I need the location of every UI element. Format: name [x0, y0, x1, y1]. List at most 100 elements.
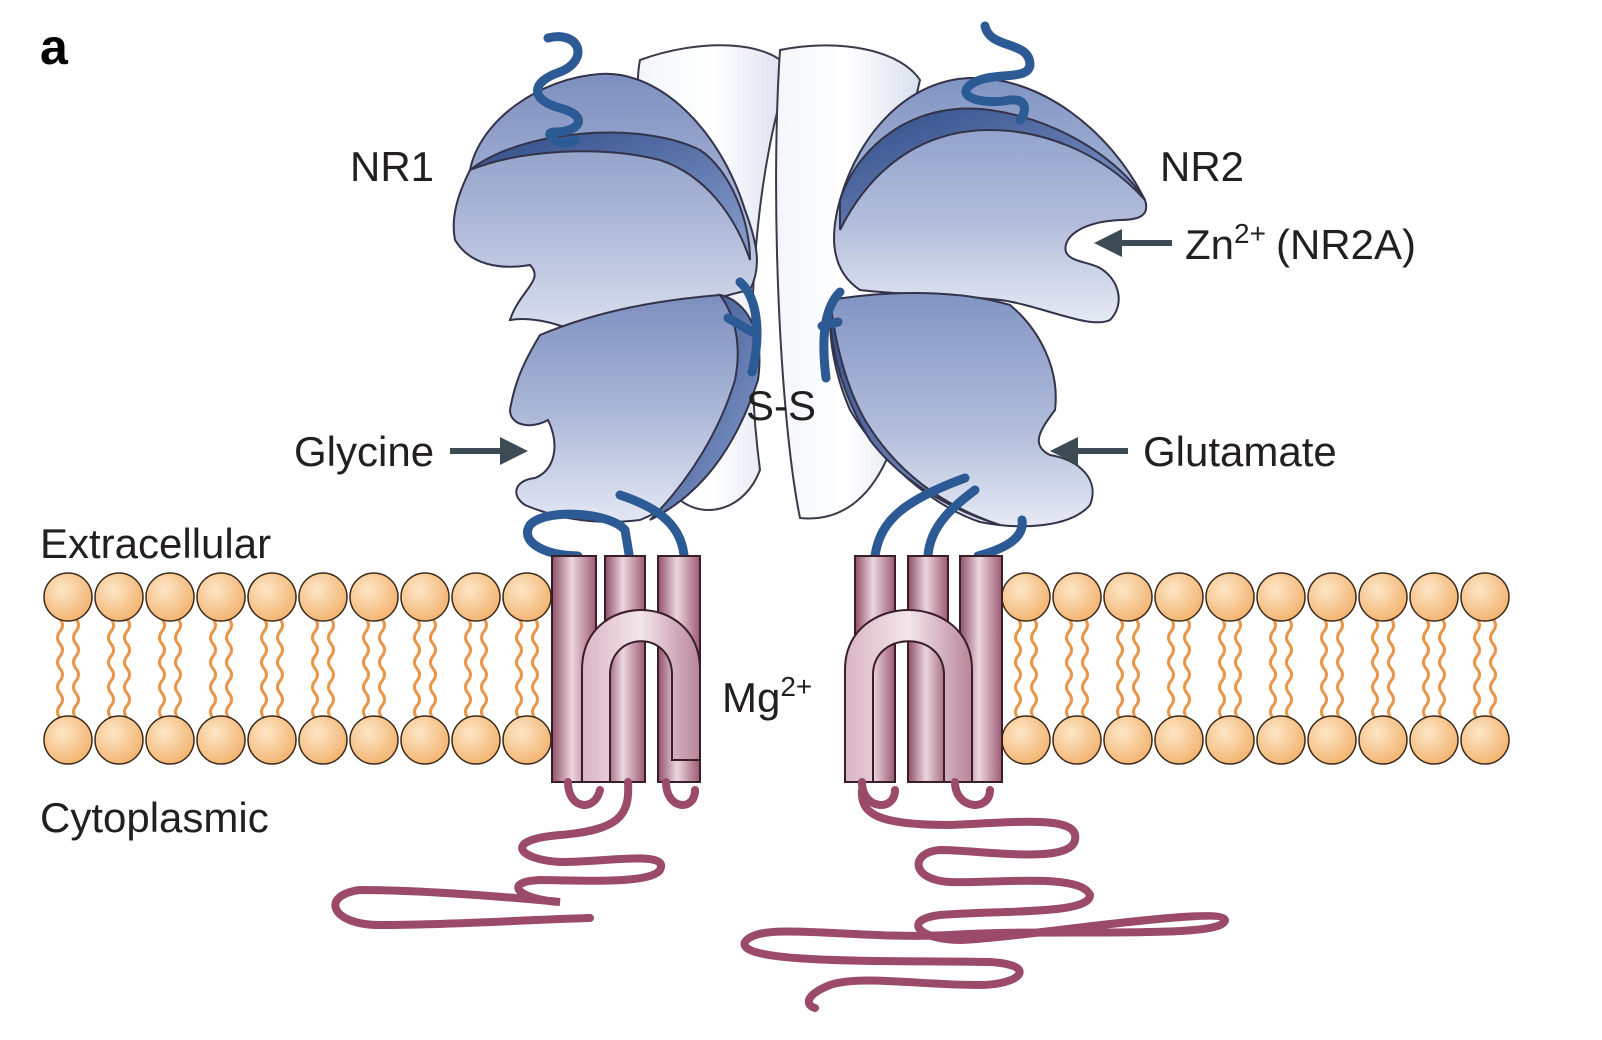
lipid-head: [451, 572, 501, 622]
lipid-head: [349, 715, 399, 765]
lipid-tail: [1320, 618, 1328, 719]
lipid-head: [1154, 572, 1204, 622]
nr2-transmembrane: [844, 555, 1003, 783]
lipid-tail: [260, 618, 268, 719]
cytoplasmic-label: Cytoplasmic: [40, 794, 269, 841]
lipid-tail: [378, 618, 386, 719]
lipid-tail: [1422, 618, 1430, 719]
lipid-head: [247, 572, 297, 622]
lipid-tail: [480, 618, 488, 719]
lipid-head: [400, 715, 450, 765]
lipid-tail: [1065, 618, 1073, 719]
lipid-head: [247, 715, 297, 765]
lipid-tail: [1116, 618, 1124, 719]
ss-bond-left: [735, 277, 762, 377]
glycine-label: Glycine: [294, 428, 434, 475]
lipid-head: [43, 572, 93, 622]
lipid-tail: [1014, 618, 1022, 719]
lipid-head: [1409, 715, 1459, 765]
lipid-tail: [123, 618, 131, 719]
lipid-head: [94, 572, 144, 622]
lipid-tail: [1387, 618, 1395, 719]
lipid-tail: [1438, 618, 1446, 719]
lipid-tail: [1218, 618, 1226, 719]
lipid-head: [1052, 715, 1102, 765]
nr1-n-terminus: [533, 32, 583, 148]
zinc-symbol: Zn: [1185, 221, 1234, 268]
magnesium-label: Mg2+: [722, 671, 812, 721]
lipid-head: [145, 715, 195, 765]
nr1-transmembrane: [551, 555, 701, 783]
zinc-charge: 2+: [1234, 218, 1266, 249]
nr2-subunit: [828, 76, 1148, 528]
lipid-tail: [276, 618, 284, 719]
lipid-tail: [1167, 618, 1175, 719]
lipid-tail: [1489, 618, 1497, 719]
lipid-tail: [107, 618, 115, 719]
lipid-head: [1103, 572, 1153, 622]
extracellular-label: Extracellular: [40, 520, 271, 567]
lipid-tail: [429, 618, 437, 719]
lipid-head: [502, 715, 552, 765]
lipid-head: [1205, 715, 1255, 765]
lipid-head: [400, 572, 450, 622]
lipid-tail: [311, 618, 319, 719]
lipid-head: [1103, 715, 1153, 765]
lipid-head: [502, 572, 552, 622]
lipid-head: [1460, 572, 1510, 622]
lipid-tail: [1473, 618, 1481, 719]
lipid-tail: [464, 618, 472, 719]
lipid-tail: [209, 618, 217, 719]
lipid-tail: [515, 618, 523, 719]
lipid-head: [1460, 715, 1510, 765]
lipid-tail: [1285, 618, 1293, 719]
disulfide-label: S-S: [746, 382, 816, 429]
lipid-head: [94, 715, 144, 765]
lipid-head: [1358, 715, 1408, 765]
lipid-head: [1001, 715, 1051, 765]
ss-bond-right-cross: [817, 317, 843, 331]
lipid-tail: [1371, 618, 1379, 719]
lipid-head: [298, 715, 348, 765]
lipid-tail: [158, 618, 166, 719]
lipid-head: [1358, 572, 1408, 622]
lipid-head: [1052, 572, 1102, 622]
lipid-head: [1307, 572, 1357, 622]
lipid-head: [1256, 715, 1306, 765]
nr2-n-terminus: [961, 21, 1035, 125]
lipid-bilayer: [43, 572, 1510, 765]
lipid-tail: [225, 618, 233, 719]
zinc-note: (NR2A): [1276, 221, 1416, 268]
nr2-label: NR2: [1160, 143, 1244, 190]
zinc-label: Zn2+ (NR2A): [1185, 218, 1416, 268]
lipid-head: [1154, 715, 1204, 765]
lipid-head: [1307, 715, 1357, 765]
glutamate-label: Glutamate: [1143, 428, 1337, 475]
lipid-tail: [1132, 618, 1140, 719]
lipid-tail: [1081, 618, 1089, 719]
lipid-head: [145, 572, 195, 622]
lipid-head: [349, 572, 399, 622]
lipid-head: [298, 572, 348, 622]
nr1-subunit: [452, 72, 761, 523]
panel-letter: a: [40, 19, 69, 75]
lipid-tail: [1030, 618, 1038, 719]
lipid-head: [43, 715, 93, 765]
linker-loops: [523, 473, 1027, 565]
lipid-head: [1001, 572, 1051, 622]
lipid-head: [196, 715, 246, 765]
lipid-tail: [413, 618, 421, 719]
lipid-tail: [1234, 618, 1242, 719]
lipid-head: [1205, 572, 1255, 622]
lipid-tail: [362, 618, 370, 719]
lipid-head: [451, 715, 501, 765]
cytoplasmic-tails: [331, 778, 1230, 1012]
nr1-label: NR1: [350, 143, 434, 190]
lipid-head: [1256, 572, 1306, 622]
magnesium-symbol: Mg: [722, 674, 780, 721]
lipid-head: [1409, 572, 1459, 622]
lipid-tail: [1269, 618, 1277, 719]
lipid-tail: [327, 618, 335, 719]
lipid-tail: [531, 618, 539, 719]
